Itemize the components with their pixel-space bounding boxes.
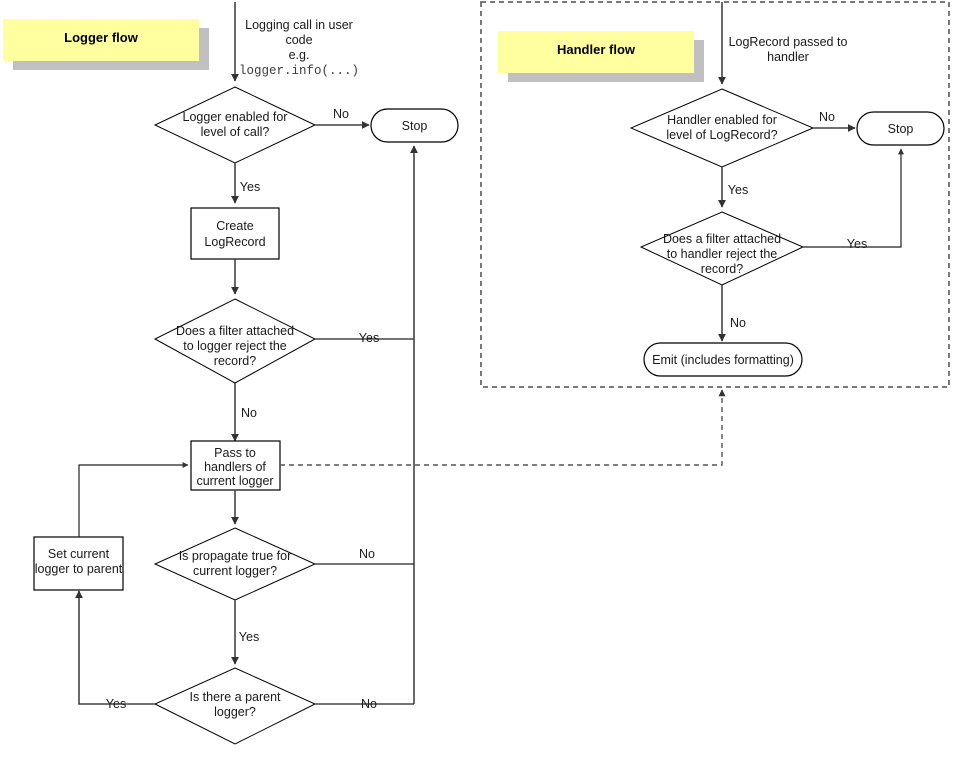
node-pass-to-handlers-shape [190, 440, 281, 491]
edge-label-logger-enabled-no: No [333, 107, 349, 121]
node-create-logrecord-line1: Create [216, 219, 254, 233]
node-set-parent-line1: Set current [48, 547, 110, 561]
edge-label-has-parent-no: No [361, 697, 377, 711]
node-logger-enabled-line1: Logger enabled for [183, 110, 288, 124]
node-propagate: Is propagate true for current logger? [153, 527, 317, 601]
node-handler-filter-line1: Does a filter attached [663, 232, 781, 246]
node-pass-to-handlers-line3: current logger [196, 474, 273, 488]
edge-label-logger-filter-yes: Yes [359, 331, 379, 345]
node-set-parent: Set current logger to parent [33, 536, 124, 591]
edge-label-logger-enabled-yes: Yes [240, 180, 260, 194]
node-emit: Emit (includes formatting) [643, 342, 803, 377]
edge-label-handler-filter-yes: Yes [847, 237, 867, 251]
logger-entry-note-line2: code [285, 33, 312, 47]
node-create-logrecord: Create LogRecord [190, 207, 280, 260]
node-has-parent-line1: Is there a parent [189, 690, 281, 704]
node-handler-stop-shape [856, 111, 945, 146]
edge-pass-to-handler-flow [280, 389, 726, 466]
node-has-parent: Is there a parent logger? [153, 667, 317, 745]
node-propagate-line2: current logger? [193, 564, 277, 578]
node-has-parent-shape [153, 667, 317, 745]
node-pass-to-handlers: Pass to handlers of current logger [190, 440, 281, 491]
node-logger-stop-label: Stop [402, 119, 428, 133]
edge-label-handler-enabled-yes: Yes [728, 183, 748, 197]
node-handler-filter-line2: to handler reject the [667, 247, 778, 261]
node-logger-filter-line1: Does a filter attached [176, 324, 294, 338]
node-handler-enabled-line2: level of LogRecord? [666, 128, 777, 142]
logger-entry-note: Logging call in user code e.g. logger.in… [239, 18, 359, 78]
node-create-logrecord-shape [190, 207, 280, 260]
node-emit-shape [643, 342, 803, 377]
handler-entry-note-line1: LogRecord passed to [729, 35, 848, 49]
node-create-logrecord-line2: LogRecord [204, 235, 265, 249]
node-logger-filter-line3: record? [214, 354, 256, 368]
node-logger-enabled-line2: level of call? [201, 125, 270, 139]
handler-flow-container [480, 1, 950, 388]
logger-flow-banner-box [3, 19, 199, 61]
edge-label-propagate-no: No [359, 547, 375, 561]
node-logger-stop: Stop [370, 108, 459, 143]
handler-flow-banner-box [498, 31, 694, 73]
edge-has-parent-yes [75, 590, 155, 705]
node-handler-stop-label: Stop [888, 122, 914, 136]
logger-entry-note-code: logger.info(...) [239, 64, 359, 78]
logger-flow-banner: Logger flow [3, 19, 209, 70]
edge-label-logger-filter-no: No [241, 406, 257, 420]
node-set-parent-line2: logger to parent [35, 562, 123, 576]
handler-flow-banner: Handler flow [498, 31, 704, 82]
node-handler-enabled: Handler enabled for level of LogRecord? [629, 88, 815, 168]
node-propagate-line1: Is propagate true for [179, 549, 292, 563]
edge-label-handler-filter-no: No [730, 316, 746, 330]
logger-entry-note-line3: e.g. [289, 48, 310, 62]
logger-entry-note-line1: Logging call in user [245, 18, 353, 32]
handler-entry-note-line2: handler [767, 50, 809, 64]
handler-flow-banner-label: Handler flow [557, 42, 636, 57]
node-pass-to-handlers-line1: Pass to [214, 446, 256, 460]
node-logger-filter-line2: to logger reject the [183, 339, 287, 353]
edge-handler-filter-yes [803, 148, 904, 248]
logger-flow-banner-label: Logger flow [64, 30, 139, 45]
handler-entry-note: LogRecord passed to handler [729, 35, 848, 64]
node-logger-filter: Does a filter attached to logger reject … [153, 298, 317, 384]
node-set-parent-shape [33, 536, 124, 591]
edge-label-propagate-yes: Yes [239, 630, 259, 644]
node-logger-stop-shape [370, 108, 459, 143]
edge-label-has-parent-yes: Yes [106, 697, 126, 711]
edge-label-handler-enabled-no: No [819, 110, 835, 124]
edge-set-parent-to-pass [78, 462, 189, 537]
node-handler-stop: Stop [856, 111, 945, 146]
node-handler-filter-line3: record? [701, 262, 743, 276]
node-has-parent-line2: logger? [214, 705, 256, 719]
node-handler-enabled-line1: Handler enabled for [667, 113, 777, 127]
node-logger-enabled: Logger enabled for level of call? [153, 86, 317, 164]
node-emit-label: Emit (includes formatting) [652, 353, 794, 367]
node-handler-filter: Does a filter attached to handler reject… [639, 211, 805, 286]
node-pass-to-handlers-line2: handlers of [204, 460, 266, 474]
